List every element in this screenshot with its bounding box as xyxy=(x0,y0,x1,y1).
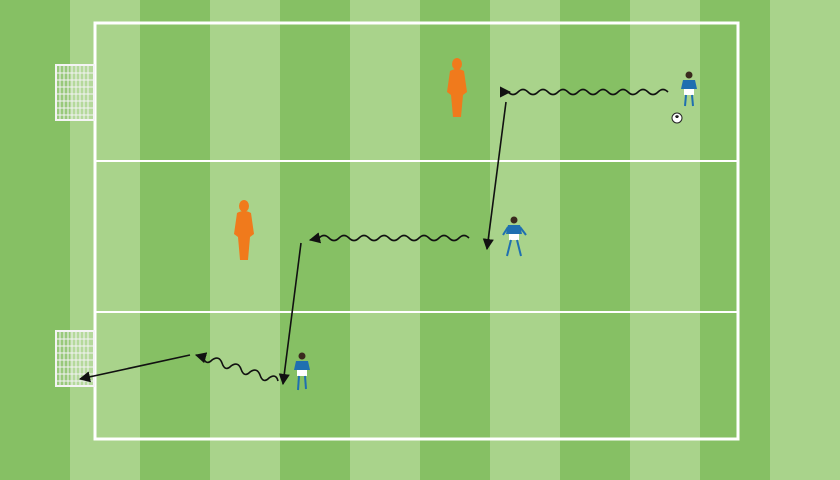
small-goal-top-left xyxy=(55,64,95,121)
dribble-arrow-top xyxy=(499,86,669,98)
player-top-right-with-ball xyxy=(671,71,697,124)
field-boundary xyxy=(93,21,740,441)
player-bottom xyxy=(294,352,310,391)
run-arrow-lower xyxy=(278,242,302,386)
dribble-arrow-bottom xyxy=(194,352,279,382)
dribble-arrow-middle xyxy=(308,232,470,244)
mannequin-upper xyxy=(447,58,467,117)
mannequin-middle xyxy=(234,200,254,260)
field-lines xyxy=(93,21,740,441)
pass-arrow xyxy=(78,354,191,383)
player-middle xyxy=(502,216,527,257)
run-arrow-upper xyxy=(482,101,507,251)
